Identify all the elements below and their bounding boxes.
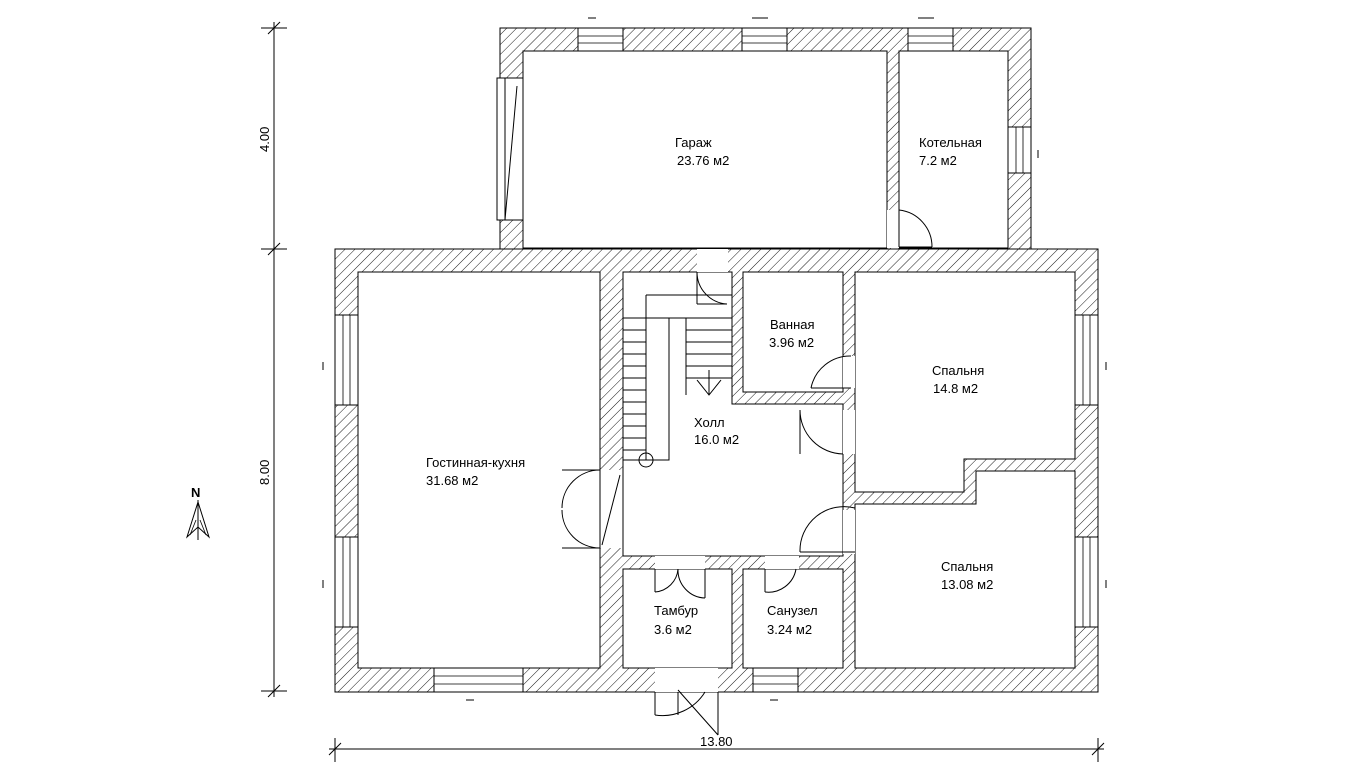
window-living-left-1 — [334, 314, 359, 406]
window-ticks — [322, 17, 1107, 701]
garage-gate — [496, 77, 524, 221]
garage-depth-dimension: 4.00 — [257, 127, 272, 152]
dimension-lines — [261, 21, 1105, 762]
bedroom2-area: 13.08 м2 — [941, 577, 993, 592]
bathroom-name: Ванная — [770, 317, 815, 332]
vestibule-area: 3.6 м2 — [654, 622, 692, 637]
north-label: N — [191, 485, 200, 500]
bedroom1-name: Спальня — [932, 363, 984, 378]
walls — [334, 27, 1099, 693]
doors — [561, 209, 933, 736]
window-garage-top-1 — [577, 27, 624, 52]
house-width-dimension: 13.80 — [700, 734, 733, 749]
living-kitchen-name: Гостинная-кухня — [426, 455, 525, 470]
hall-name: Холл — [694, 415, 725, 430]
bathroom-area: 3.96 м2 — [769, 335, 814, 350]
window-boiler-right — [1007, 126, 1032, 174]
bedroom1-area: 14.8 м2 — [933, 381, 978, 396]
window-toilet-bottom — [752, 667, 799, 693]
vestibule-name: Тамбур — [654, 603, 698, 618]
windows — [334, 27, 1099, 693]
window-living-bottom — [433, 667, 524, 693]
north-arrow-icon: N — [185, 485, 211, 540]
garage-area: 23.76 м2 — [677, 153, 729, 168]
toilet-area: 3.24 м2 — [767, 622, 812, 637]
house-depth-dimension: 8.00 — [257, 460, 272, 485]
hall-area: 16.0 м2 — [694, 432, 739, 447]
boiler-name: Котельная — [919, 135, 982, 150]
window-bedroom1-right — [1074, 314, 1099, 406]
staircase — [622, 294, 733, 468]
window-living-left-2 — [334, 536, 359, 628]
room-labels: Гараж 23.76 м2 Котельная 7.2 м2 Ванная 3… — [426, 135, 993, 637]
toilet-name: Санузел — [767, 603, 818, 618]
house-wall — [334, 248, 1099, 693]
boiler-area: 7.2 м2 — [919, 153, 957, 168]
window-bedroom2-right — [1074, 536, 1099, 628]
garage-name: Гараж — [675, 135, 712, 150]
window-garage-top-2 — [741, 27, 788, 52]
living-kitchen-area: 31.68 м2 — [426, 473, 478, 488]
bedroom2-name: Спальня — [941, 559, 993, 574]
window-boiler-top — [907, 27, 954, 52]
